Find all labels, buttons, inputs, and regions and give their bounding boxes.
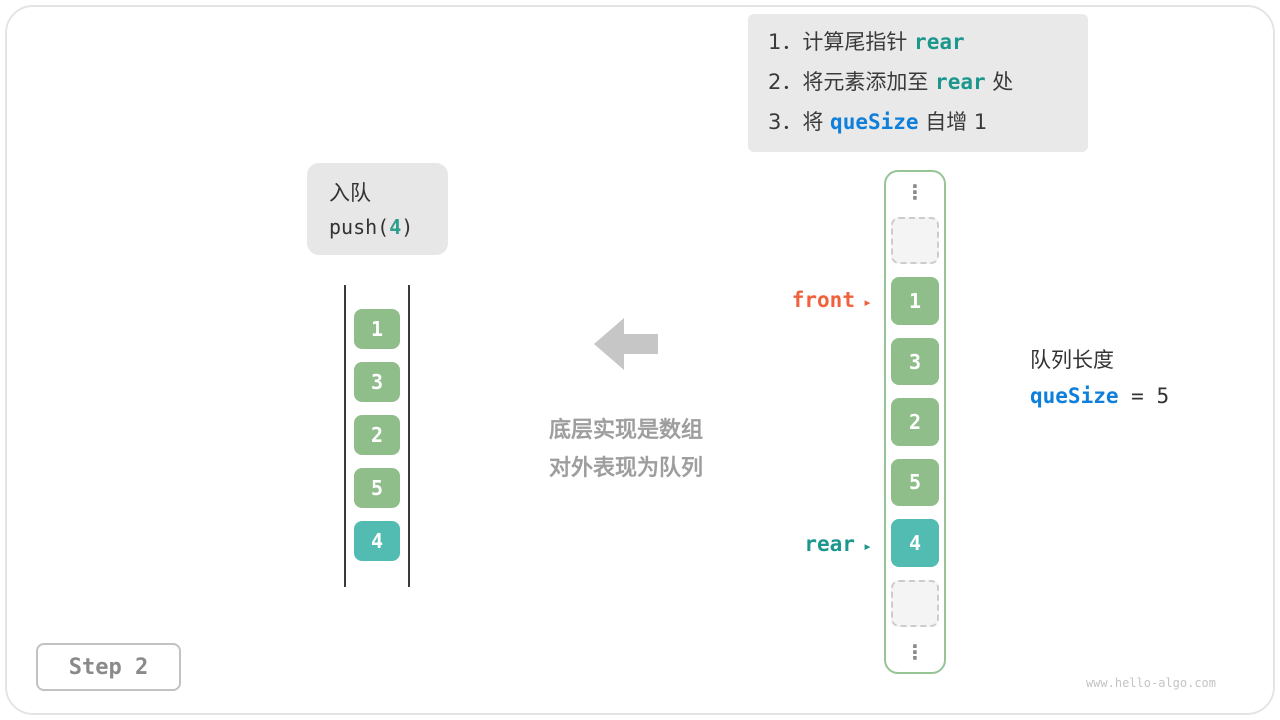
queue-size-value: = 5 xyxy=(1118,384,1170,408)
watermark: www.hello-algo.com xyxy=(1085,676,1216,690)
raw-array-cell-new: 4 xyxy=(354,521,400,561)
ellipsis-bottom-icon xyxy=(905,640,925,664)
note-line-3-code: queSize xyxy=(830,110,919,134)
rear-pointer-arrow-icon xyxy=(855,537,872,555)
front-pointer-text: front xyxy=(791,288,855,312)
queue-array: 1 3 2 5 4 xyxy=(884,170,946,674)
rear-pointer-text: rear xyxy=(804,532,855,556)
queue-size-variable: queSize xyxy=(1030,384,1119,408)
steps-note-box: 1．计算尾指针 rear 2．将元素添加至 rear 处 3．将 queSize… xyxy=(748,14,1088,152)
note-line-2-suffix: 处 xyxy=(985,70,1014,94)
note-line-3: 3．将 queSize 自增 1 xyxy=(768,102,1088,142)
front-pointer-arrow-icon xyxy=(855,293,872,311)
rear-pointer-label: rear xyxy=(804,530,872,558)
operation-box: 入队 push(4) xyxy=(307,163,448,255)
queue-cell: 5 xyxy=(891,458,939,507)
note-line-3-suffix: 自增 1 xyxy=(918,110,988,134)
note-line-1-code: rear xyxy=(914,30,965,54)
caption: 底层实现是数组 对外表现为队列 xyxy=(518,412,734,488)
note-line-2-text: 2．将元素添加至 xyxy=(768,70,936,94)
operation-code-arg: 4 xyxy=(389,215,402,239)
raw-array-cell: 5 xyxy=(354,468,400,508)
raw-array-cell: 1 xyxy=(354,309,400,349)
note-line-1-text: 1．计算尾指针 xyxy=(768,30,915,54)
raw-array: 1 3 2 5 4 xyxy=(344,285,410,587)
queue-cell-rear: 4 xyxy=(891,519,939,567)
ellipsis-top-icon xyxy=(905,180,925,204)
caption-line-1: 底层实现是数组 xyxy=(548,418,703,443)
step-badge: Step 2 xyxy=(36,643,181,691)
queue-cell: 2 xyxy=(891,398,939,446)
operation-code-post: ) xyxy=(401,215,414,239)
raw-array-cell: 3 xyxy=(354,362,400,402)
queue-length-label: 队列长度 xyxy=(1030,348,1114,372)
front-pointer-label: front xyxy=(792,286,872,314)
raw-array-cell: 2 xyxy=(354,415,400,455)
queue-cell-front: 1 xyxy=(891,277,939,325)
note-line-2: 2．将元素添加至 rear 处 xyxy=(768,62,1088,102)
note-line-1: 1．计算尾指针 rear xyxy=(768,22,1088,62)
queue-length-info: 队列长度 queSize = 5 xyxy=(1030,342,1169,414)
operation-title: 入队 xyxy=(329,181,371,205)
queue-cell-empty xyxy=(891,217,939,265)
note-line-3-text: 3．将 xyxy=(768,110,831,134)
caption-line-2: 对外表现为队列 xyxy=(548,456,703,481)
queue-length-value: queSize = 5 xyxy=(1030,378,1169,414)
operation-code-pre: push( xyxy=(329,215,390,239)
left-arrow-icon xyxy=(594,318,658,370)
queue-cell: 3 xyxy=(891,337,939,386)
note-line-2-code: rear xyxy=(935,70,986,94)
page-border-frame xyxy=(5,5,1275,715)
queue-cell-empty xyxy=(891,579,939,628)
operation-code: push(4) xyxy=(329,209,448,245)
